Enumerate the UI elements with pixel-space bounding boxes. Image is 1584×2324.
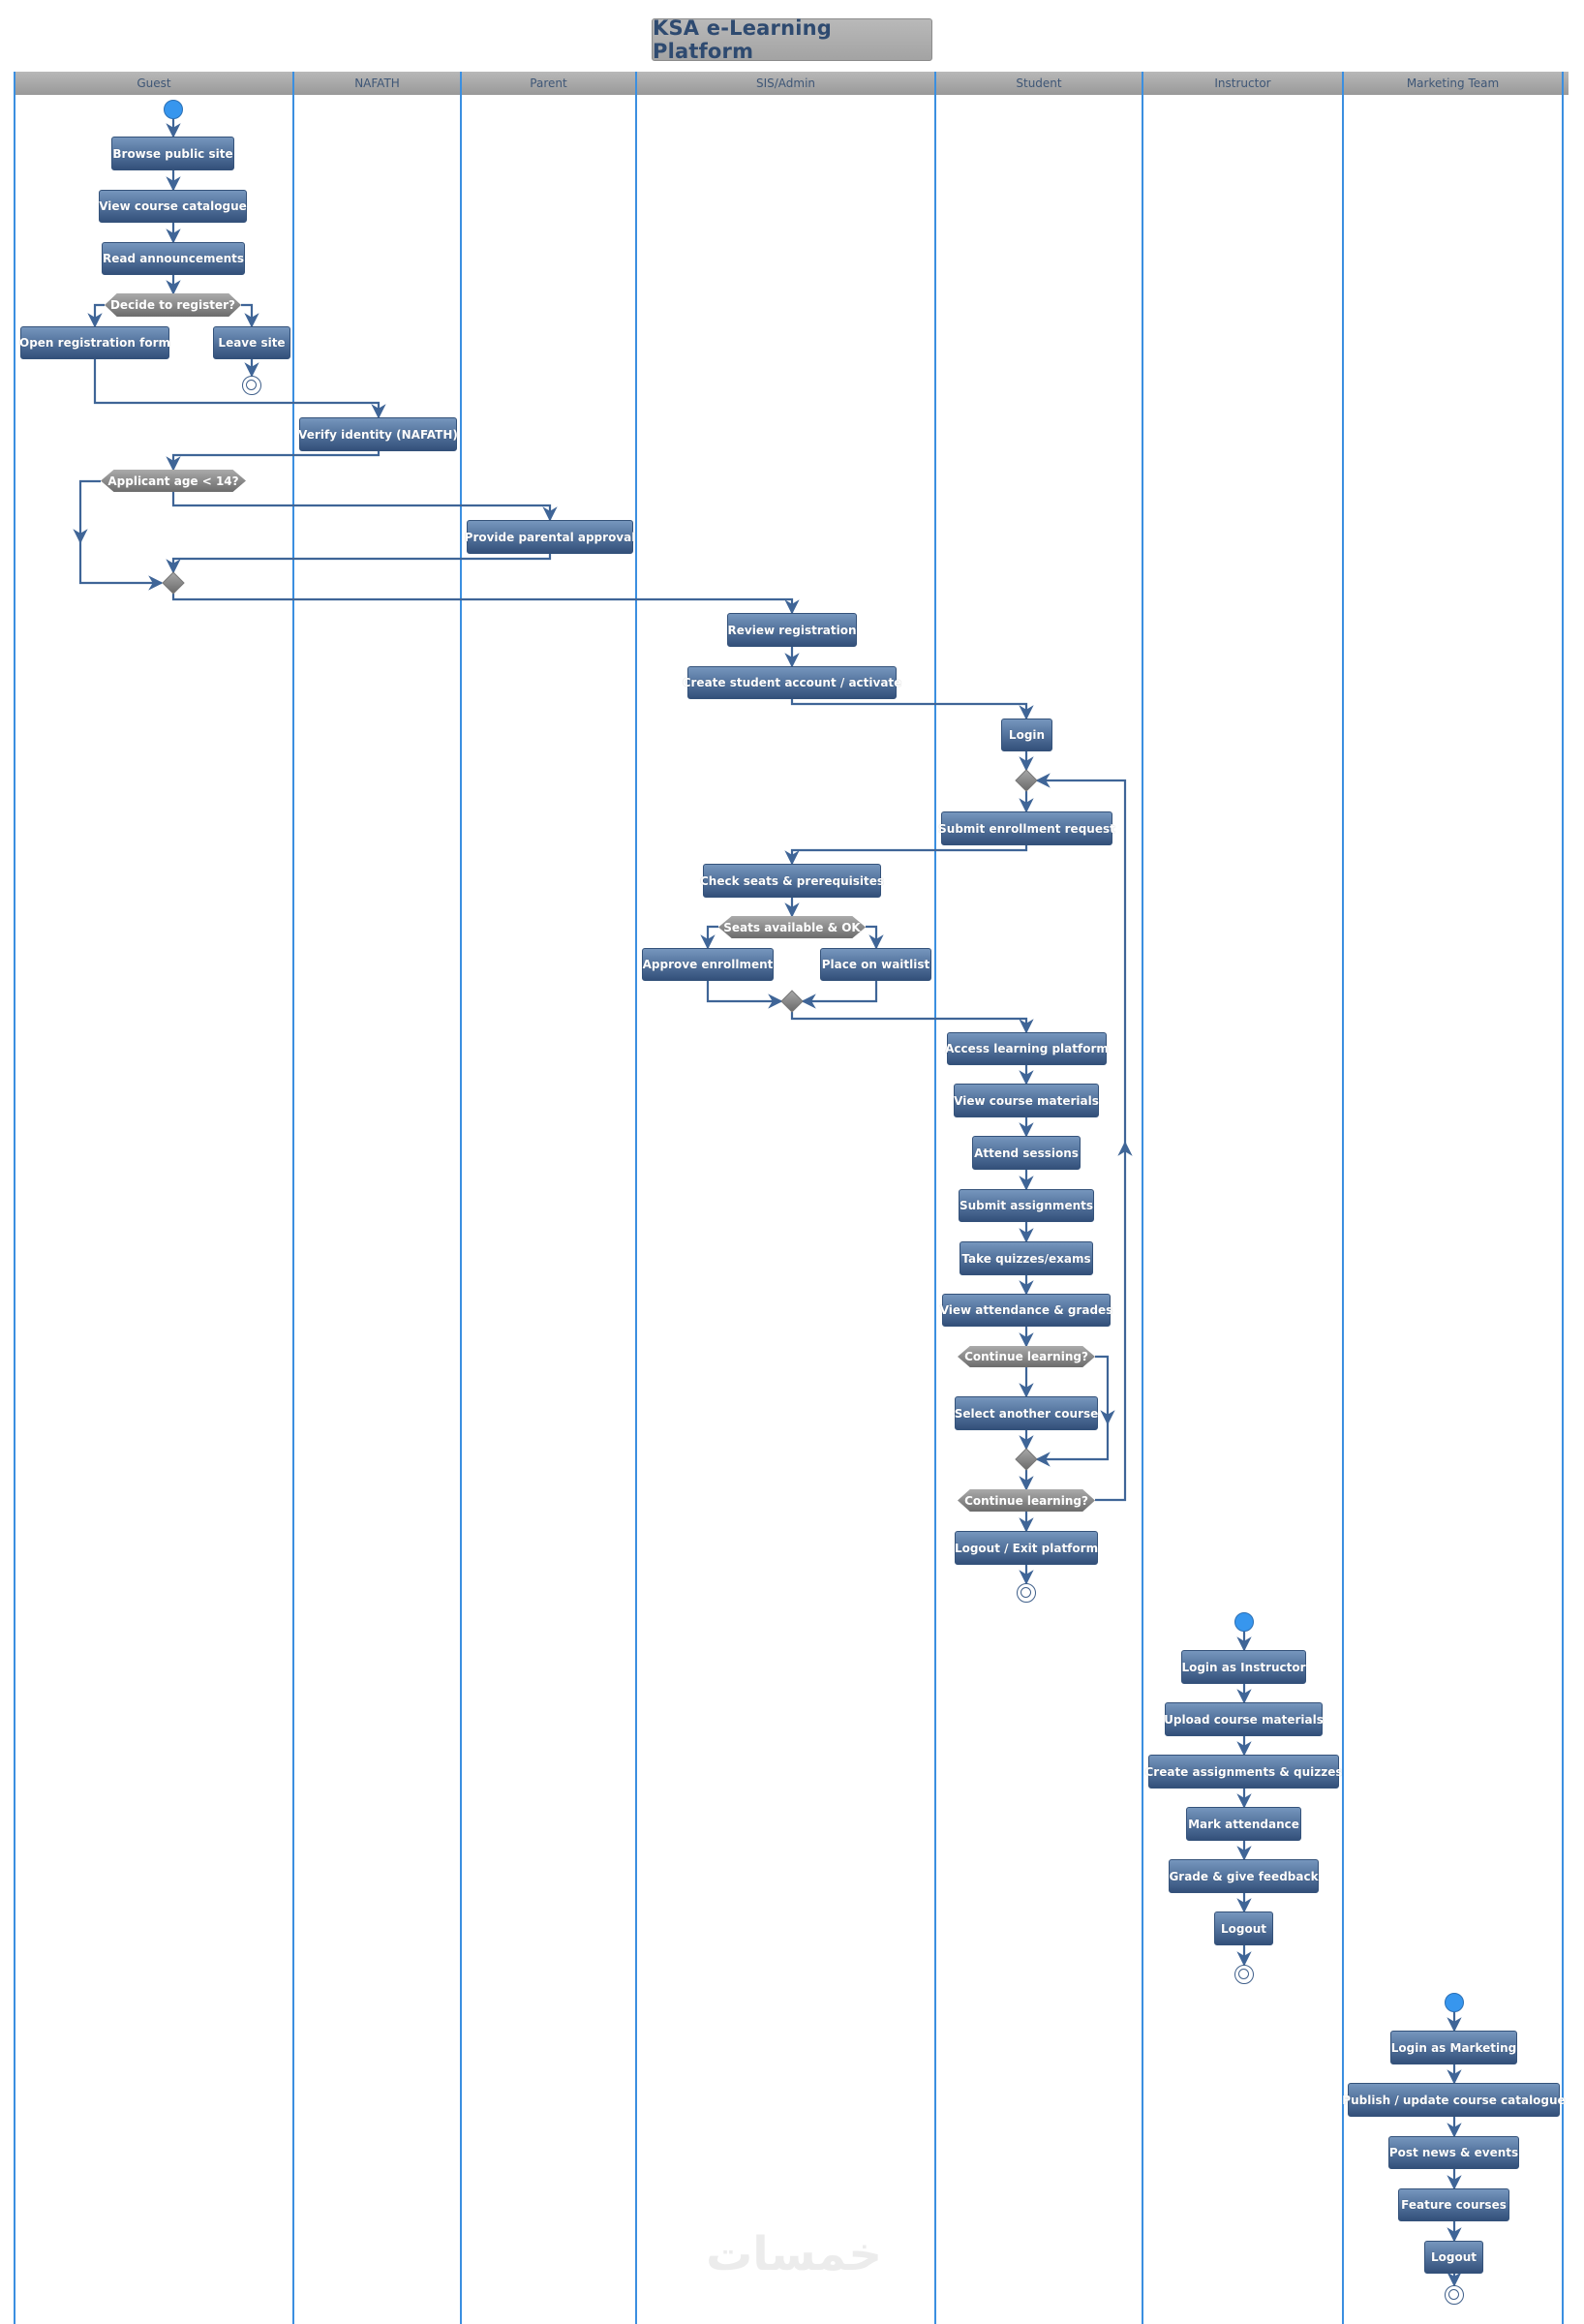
- action-leave-site[interactable]: Leave site: [213, 326, 290, 359]
- merge-diamond: [162, 571, 185, 595]
- decision-applicant-age[interactable]: Applicant age < 14?: [101, 470, 246, 492]
- lane-header-nafath: NAFATH: [354, 76, 400, 90]
- end-node-student: [1017, 1583, 1036, 1603]
- flow-arrow: [784, 845, 1028, 866]
- action-check-seats-prerequisites[interactable]: Check seats & prerequisites: [700, 864, 884, 898]
- end-node-marketing: [1445, 2285, 1464, 2305]
- lane-header-marketing-team: Marketing Team: [1406, 76, 1500, 90]
- action-view-attendance-grades[interactable]: View attendance & grades: [940, 1294, 1112, 1327]
- flow-arrow: [78, 537, 164, 591]
- action-mark-attendance[interactable]: Mark attendance: [1186, 1807, 1301, 1841]
- action-create-student-account[interactable]: Create student account / activate: [683, 666, 901, 699]
- action-feature-courses[interactable]: Feature courses: [1398, 2188, 1509, 2221]
- end-node-instructor: [1234, 1965, 1254, 1984]
- action-view-course-materials[interactable]: View course materials: [954, 1084, 1099, 1117]
- flow-arrow: [866, 925, 884, 950]
- action-take-quizzes-exams[interactable]: Take quizzes/exams: [960, 1241, 1093, 1275]
- action-browse-public-site[interactable]: Browse public site: [111, 137, 234, 170]
- action-view-course-catalogue[interactable]: View course catalogue: [99, 190, 247, 223]
- end-node-guest: [242, 376, 261, 395]
- action-login-as-marketing[interactable]: Login as Marketing: [1390, 2031, 1517, 2064]
- action-approve-enrollment[interactable]: Approve enrollment: [642, 948, 774, 981]
- start-node-marketing: [1445, 1993, 1464, 2012]
- flow-arrow: [1035, 773, 1127, 1147]
- action-place-on-waitlist[interactable]: Place on waitlist: [820, 948, 931, 981]
- action-create-assignments-quizzes[interactable]: Create assignments & quizzes: [1144, 1755, 1343, 1789]
- flow-arrow: [73, 479, 101, 544]
- action-grade-give-feedback[interactable]: Grade & give feedback: [1169, 1859, 1319, 1893]
- diagram-title: KSA e-Learning Platform: [652, 16, 932, 63]
- action-review-registration[interactable]: Review registration: [727, 613, 857, 647]
- action-upload-course-materials[interactable]: Upload course materials: [1164, 1702, 1324, 1736]
- action-provide-parental-approval[interactable]: Provide parental approval: [465, 520, 635, 554]
- start-node-guest: [164, 100, 183, 119]
- start-node-instructor: [1234, 1612, 1254, 1632]
- lane-header-parent: Parent: [530, 76, 567, 90]
- flow-arrow: [93, 359, 386, 419]
- merge-diamond: [1015, 1448, 1038, 1471]
- action-login[interactable]: Login: [1001, 719, 1052, 751]
- action-attend-sessions[interactable]: Attend sessions: [972, 1136, 1081, 1170]
- action-marketing-logout[interactable]: Logout: [1424, 2241, 1483, 2274]
- action-submit-assignments[interactable]: Submit assignments: [959, 1189, 1094, 1222]
- action-post-news-events[interactable]: Post news & events: [1388, 2136, 1519, 2169]
- flow-arrow: [241, 303, 259, 328]
- action-submit-enrollment-request[interactable]: Submit enrollment request: [938, 811, 1115, 845]
- flow-arrow: [706, 981, 783, 1009]
- action-verify-identity[interactable]: Verify identity (NAFATH): [298, 417, 458, 451]
- merge-diamond: [780, 990, 804, 1013]
- flow-arrow: [790, 699, 1034, 720]
- decision-decide-to-register[interactable]: Decide to register?: [105, 293, 241, 317]
- decision-continue-learning-1[interactable]: Continue learning?: [958, 1346, 1095, 1367]
- flow-arrow: [700, 925, 718, 950]
- flow-arrow: [166, 554, 552, 574]
- flow-arrow: [1095, 1141, 1133, 1502]
- action-publish-update-catalogue[interactable]: Publish / update course catalogue: [1342, 2083, 1566, 2117]
- action-access-learning-platform[interactable]: Access learning platform: [945, 1032, 1109, 1065]
- merge-diamond: [1015, 769, 1038, 792]
- lane-header-student: Student: [1016, 76, 1062, 90]
- swimlane-header-band: [14, 72, 1569, 95]
- flow-arrow: [790, 1012, 1034, 1034]
- lane-header-sis-admin: SIS/Admin: [755, 76, 816, 90]
- decision-seats-available[interactable]: Seats available & OK: [718, 916, 866, 938]
- decision-continue-learning-2[interactable]: Continue learning?: [958, 1489, 1095, 1512]
- action-instructor-logout[interactable]: Logout: [1214, 1911, 1273, 1945]
- action-login-as-instructor[interactable]: Login as Instructor: [1181, 1650, 1306, 1684]
- merge-nodes: [162, 571, 1038, 1471]
- flow-arrow: [87, 303, 105, 328]
- flow-arrow: [166, 451, 381, 472]
- watermark-logo: خمسات: [706, 2227, 882, 2281]
- action-select-another-course[interactable]: Select another course: [955, 1396, 1098, 1430]
- flow-arrow: [171, 492, 558, 522]
- flow-arrow: [1035, 1419, 1110, 1467]
- flow-arrow: [1095, 1355, 1115, 1425]
- flow-arrow: [171, 594, 800, 615]
- lane-separators: [14, 72, 1564, 2324]
- flow-arrow: [801, 981, 878, 1009]
- action-logout-exit-platform[interactable]: Logout / Exit platform: [955, 1531, 1098, 1565]
- lane-header-guest: Guest: [137, 76, 171, 90]
- action-open-registration-form[interactable]: Open registration form: [19, 326, 170, 359]
- lane-header-instructor: Instructor: [1214, 76, 1271, 90]
- action-read-announcements[interactable]: Read announcements: [102, 242, 245, 275]
